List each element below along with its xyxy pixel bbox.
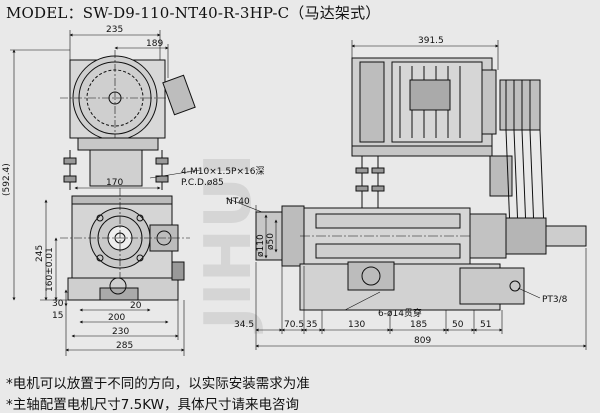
dim-230: 230 xyxy=(112,327,129,337)
dim-809: 809 xyxy=(414,336,431,346)
right-head-side-view xyxy=(255,205,587,311)
dim-34-5: 34.5 xyxy=(234,320,254,330)
note-2: *主轴配置电机尺寸7.5KW，具体尺寸请来电咨询 xyxy=(6,397,299,413)
dim-235: 235 xyxy=(106,25,123,35)
dim-d50: ø50 xyxy=(266,233,276,250)
watermark-text: JIHUI xyxy=(192,153,266,334)
note-1: *电机可以放置于不同的方向，以实际安装需求为准 xyxy=(6,376,310,392)
left-head-front-view xyxy=(60,188,190,301)
dim-d110: ø110 xyxy=(256,234,266,257)
dim-285: 285 xyxy=(116,341,133,351)
dim-20: 20 xyxy=(130,301,142,311)
dim-391-5: 391.5 xyxy=(418,36,444,46)
dim-170: 170 xyxy=(106,178,123,188)
holes-spec: 6-ø14贯穿 xyxy=(378,307,422,319)
dim-35: 35 xyxy=(306,320,317,330)
dim-160: 160±0.01 xyxy=(45,247,55,292)
left-motor-end-view xyxy=(60,50,196,190)
nt40-label: NT40 xyxy=(226,197,250,207)
dim-51: 51 xyxy=(480,320,491,330)
dim-15: 15 xyxy=(52,311,63,321)
left-view-dimensions xyxy=(10,30,201,356)
dim-50: 50 xyxy=(452,320,464,330)
pt38-label: PT3/8 xyxy=(542,295,568,305)
dim-200: 200 xyxy=(108,313,125,323)
pcd-spec: P.C.D.ø85 xyxy=(181,178,224,188)
dim-189: 189 xyxy=(146,39,163,49)
dim-70-5: 70.5 xyxy=(284,320,304,330)
right-motor-side-view xyxy=(351,57,545,231)
model-title: MODEL：SW-D9-110-NT40-R-3HP-C（马达架式） xyxy=(6,4,381,22)
dim-30: 30 xyxy=(52,299,64,309)
dim-130: 130 xyxy=(348,320,365,330)
dim-185: 185 xyxy=(410,320,427,330)
right-view-dimensions xyxy=(225,40,587,350)
dim-592-4: (592.4) xyxy=(2,163,12,196)
bolt-spec: 4-M10×1.5P×16深 xyxy=(181,166,264,177)
dim-245: 245 xyxy=(35,245,45,262)
